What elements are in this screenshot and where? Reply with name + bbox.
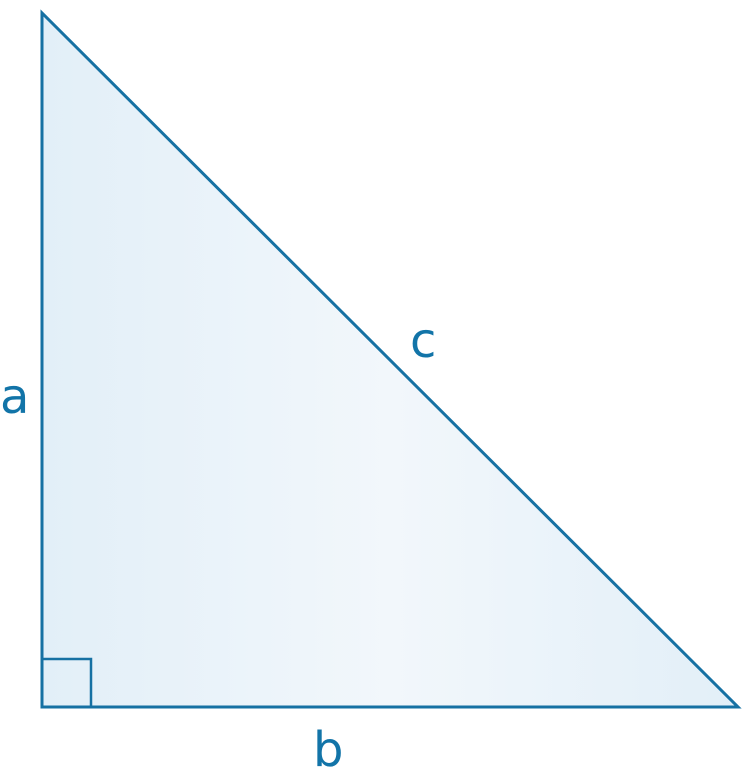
side-a-label: a	[0, 369, 29, 425]
right-angle-marker	[42, 657, 93, 707]
side-b-label: b	[313, 722, 343, 777]
triangle-shape	[40, 9, 742, 709]
side-c-label: c	[410, 313, 436, 369]
